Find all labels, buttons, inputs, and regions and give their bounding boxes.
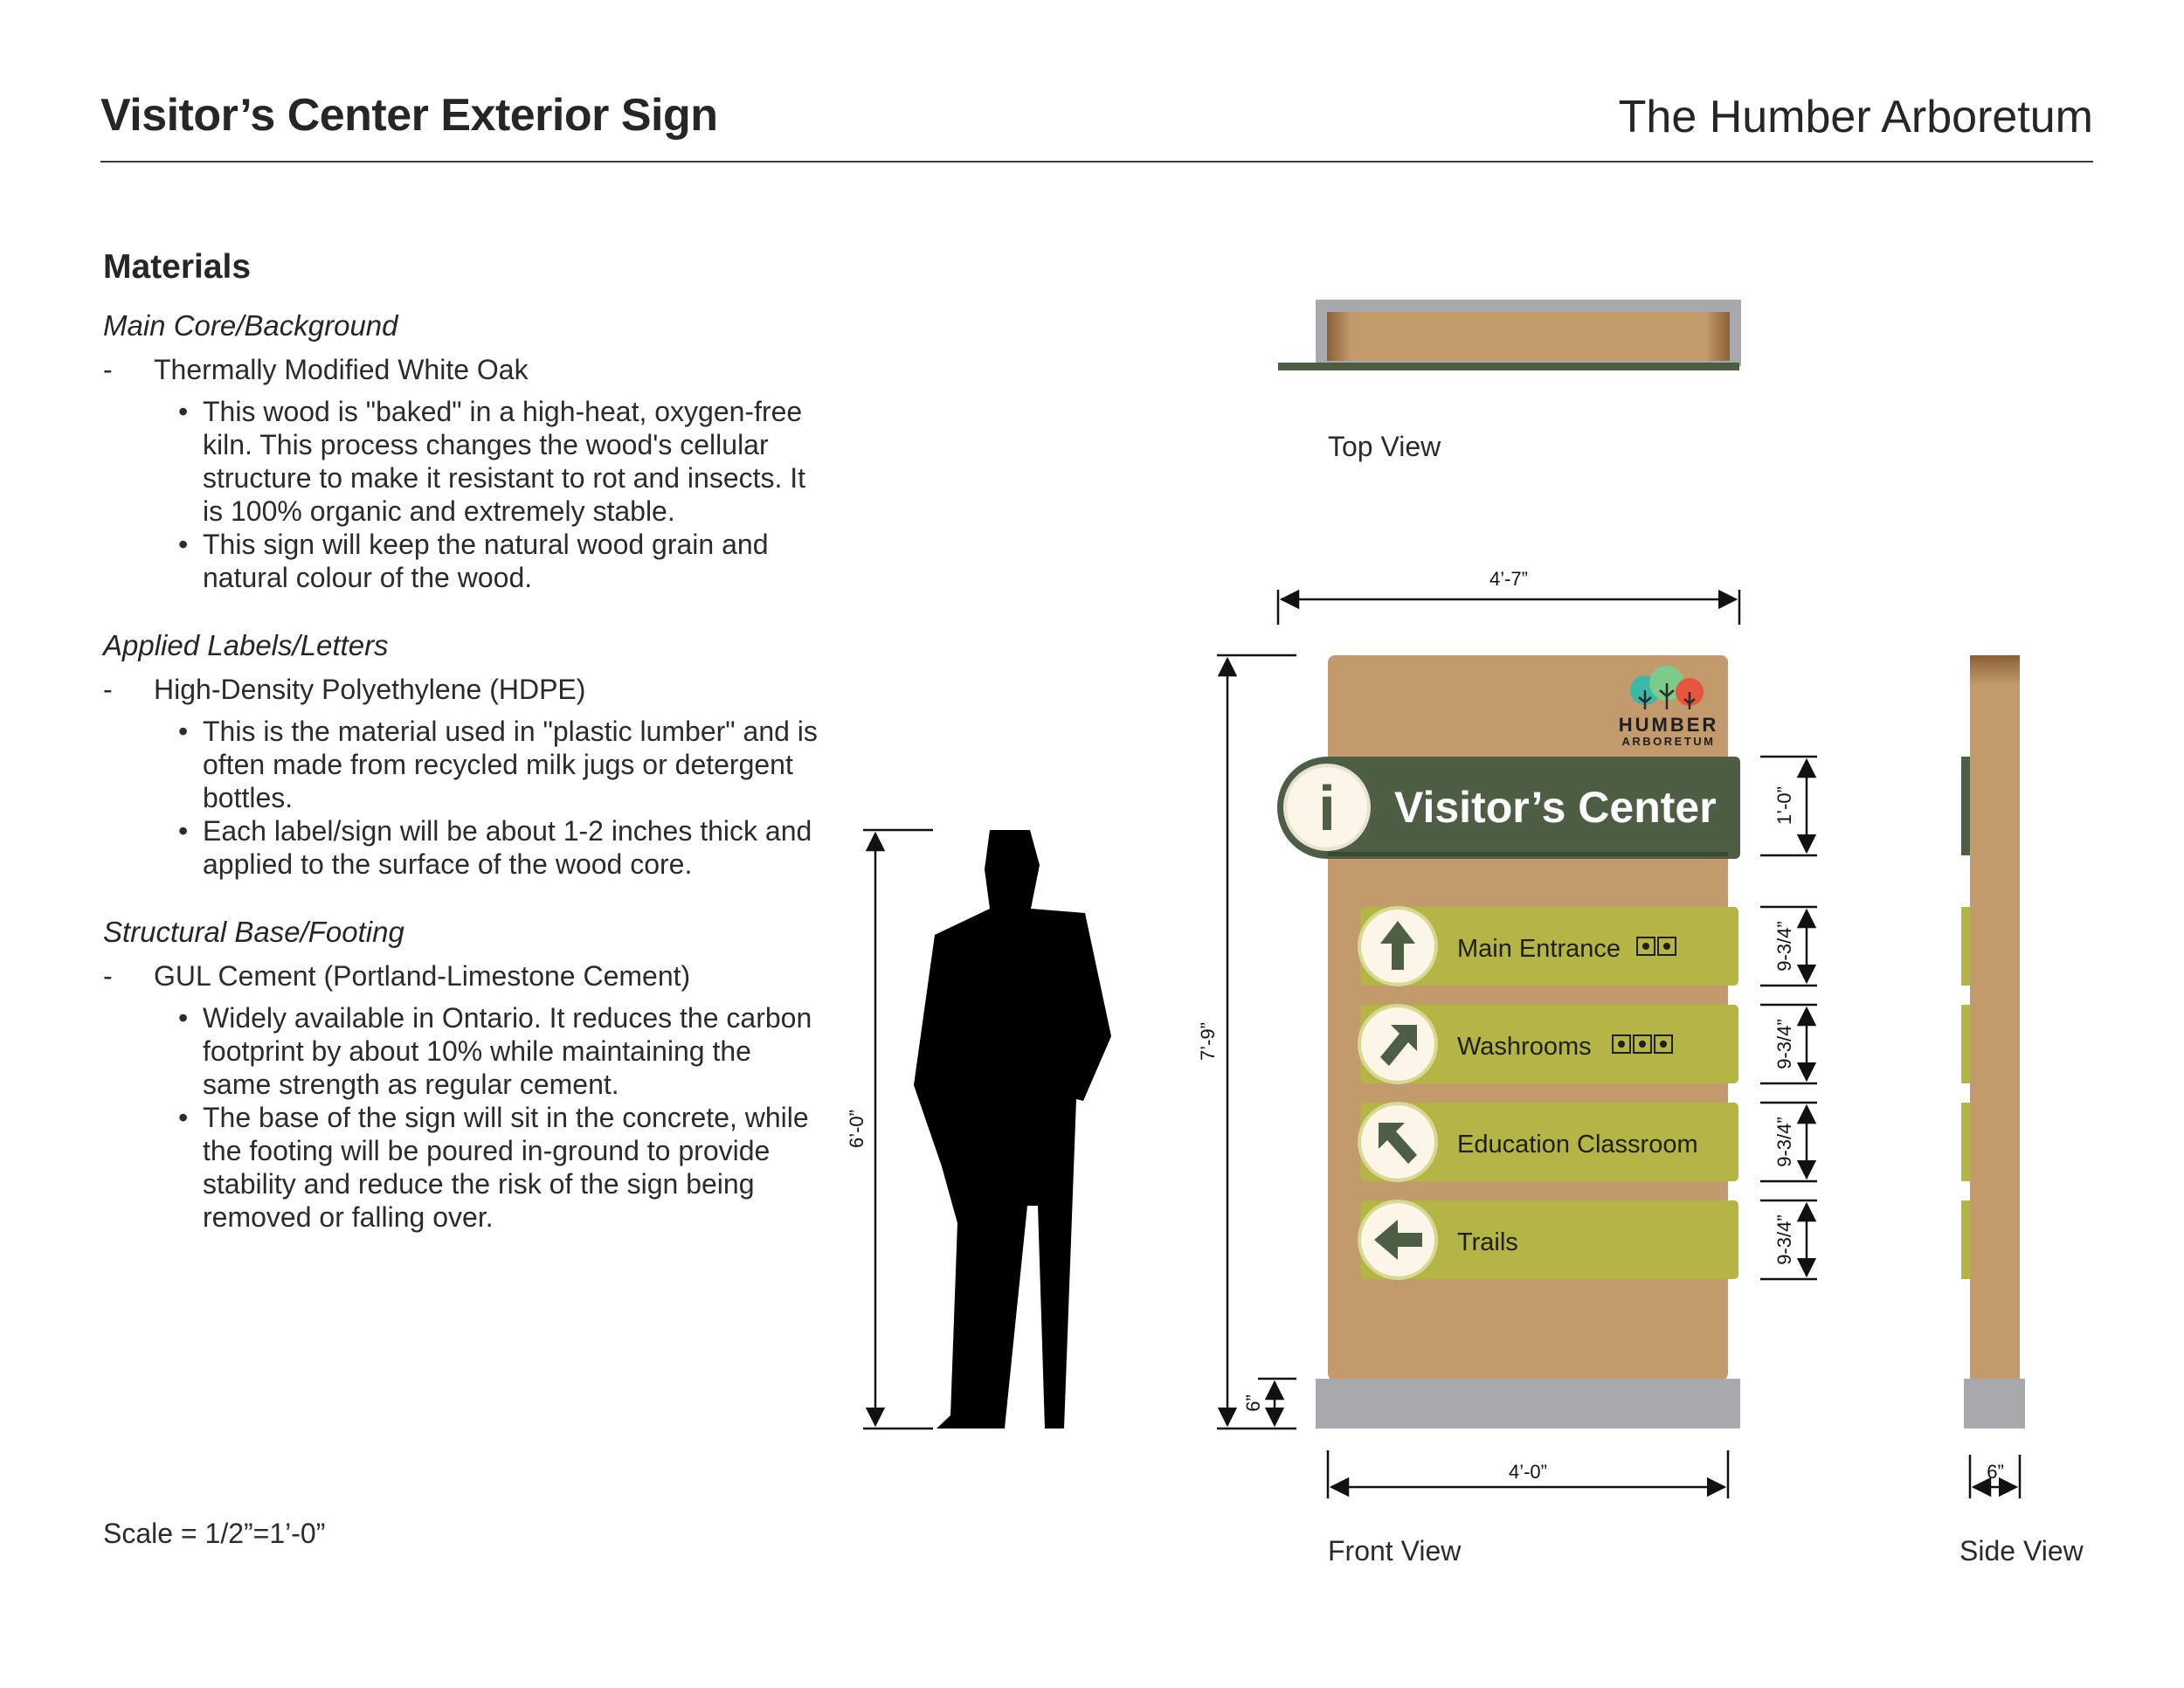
visitors-center-panel: i Visitor’s Center [1277,757,1740,859]
dim-row-height: 9-3/4” [1773,921,1795,971]
direction-label: Main Entrance [1457,935,1621,963]
organization-name: The Humber Arboretum [1618,92,2093,142]
left-arrow-icon [1374,1220,1422,1260]
logo-line-1: HUMBER [1619,714,1719,736]
dim-core-width: 4’-0” [1509,1461,1547,1483]
bullet: •The base of the sign will sit in the co… [178,1102,809,1233]
front-view: HUMBER ARBORETUM i Visitor’s Center Main… [1277,655,1740,1567]
bullet: •Widely available in Ontario. It reduces… [178,1002,812,1100]
dim-side-depth: 6” [1987,1461,2004,1483]
materials-heading: Materials [103,248,252,286]
front-view-label: Front View [1328,1535,1462,1567]
direction-row-education-classroom: Education Classroom [1358,1102,1738,1182]
dimension-lines [863,589,2022,1498]
accessibility-icons [1636,937,1676,956]
direction-label: Education Classroom [1457,1131,1698,1159]
section-title: Applied Labels/Letters [103,629,389,661]
side-view: Side View [1959,655,2084,1567]
materials-panel: Materials Main Core/Background -Thermall… [103,248,819,1269]
section-title: Structural Base/Footing [103,916,404,948]
material-item: -Thermally Modified White Oak [103,354,529,385]
direction-label: Trails [1457,1228,1518,1256]
logo-line-2: ARBORETUM [1622,735,1716,748]
top-label-edge [1278,363,1739,370]
material-item: -GUL Cement (Portland-Limestone Cement) [103,960,691,992]
dim-total-width: 4’-7” [1489,568,1528,590]
top-wood-core [1327,312,1730,361]
header-divider [100,161,2093,163]
top-view-label: Top View [1328,431,1441,462]
section-title: Main Core/Background [103,309,398,342]
side-view-label: Side View [1959,1535,2084,1567]
side-header-panel-edge [1961,757,1970,855]
material-item: -High-Density Polyethylene (HDPE) [103,674,586,705]
info-icon-glyph: i [1318,774,1336,844]
direction-row-washrooms: Washrooms [1358,1004,1738,1084]
top-view: Top View [1278,300,1741,462]
person-silhouette [914,830,1111,1429]
dimension-labels: 4’-7” 4’-0” 6” 7’-9” 6” 6’-0” 1’-0” 9-3/… [846,568,2004,1483]
up-left-arrow-icon [1379,1123,1417,1164]
visitors-center-label: Visitor’s Center [1394,783,1717,832]
washroom-icons [1612,1034,1673,1054]
side-cement-base [1964,1379,2025,1429]
dim-person-height: 6’-0” [846,1110,867,1148]
scale-note: Scale = 1/2”=1’-0” [103,1518,326,1549]
direction-row-trails: Trails [1358,1200,1738,1280]
direction-row-main-entrance: Main Entrance [1358,906,1738,986]
material-section-labels: Applied Labels/Letters -High-Density Pol… [103,629,819,881]
bullet: •This sign will keep the natural wood gr… [178,529,769,593]
dim-header-height: 1’-0” [1773,786,1795,825]
dim-row-height: 9-3/4” [1773,1117,1795,1166]
bullet: •This is the material used in "plastic l… [178,716,818,813]
tree-icon [1630,666,1704,709]
info-icon [1283,764,1371,851]
dim-total-height: 7’-9” [1197,1022,1219,1061]
dim-row-height: 9-3/4” [1773,1214,1795,1264]
material-section-base: Structural Base/Footing -GUL Cement (Por… [103,916,819,1234]
direction-label: Washrooms [1457,1033,1592,1061]
dim-row-height: 9-3/4” [1773,1019,1795,1069]
cement-base [1316,1379,1740,1429]
bullet: •Each label/sign will be about 1-2 inche… [178,815,812,880]
up-arrow-icon [1380,921,1415,970]
humber-arboretum-logo: HUMBER ARBORETUM [1619,666,1719,748]
material-section-core: Main Core/Background -Thermally Modified… [103,309,819,594]
dim-base-height: 6” [1242,1394,1264,1412]
bullet: •This wood is "baked" in a high-heat, ox… [178,396,806,527]
up-right-arrow-icon [1380,1025,1417,1066]
page-title: Visitor’s Center Exterior Sign [100,90,718,141]
